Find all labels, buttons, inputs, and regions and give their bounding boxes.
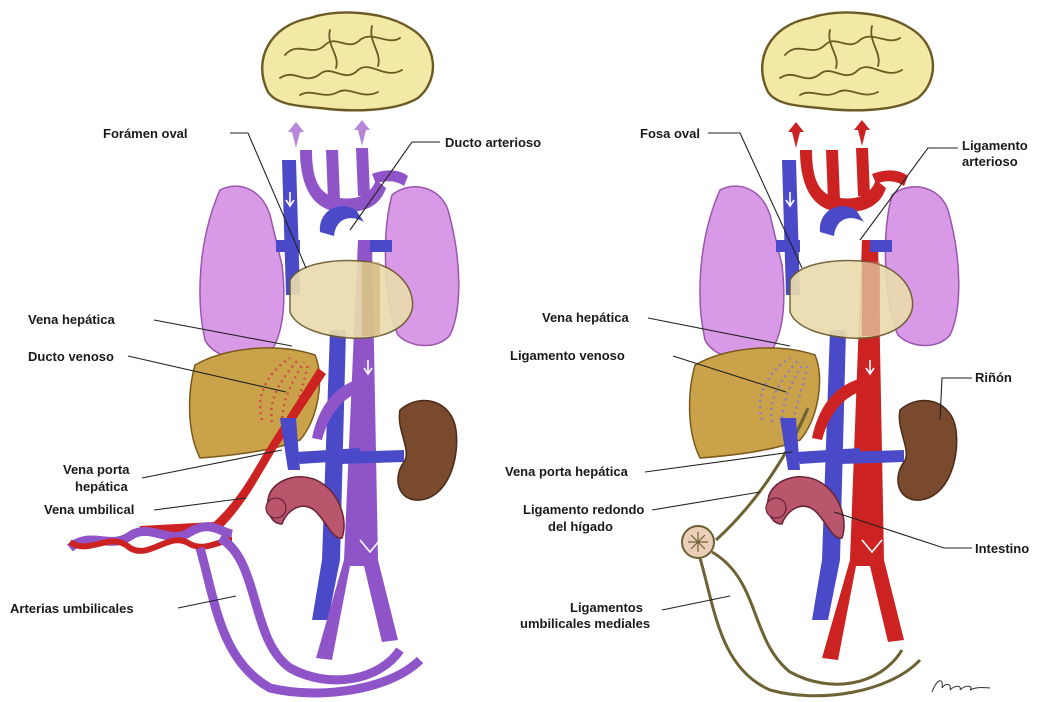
- label-vena-porta-line2: hepática: [75, 479, 129, 494]
- label-ligamento-redondo-line2: del hígado: [548, 519, 613, 534]
- label-ligamentos-umbilicales-line2: umbilicales mediales: [520, 616, 650, 631]
- heart-neonatal: [790, 261, 913, 339]
- label-ducto-arterioso: Ducto arterioso: [445, 135, 541, 150]
- label-vena-hepatica-left: Vena hepática: [28, 312, 115, 327]
- label-vena-porta-line1: Vena porta: [63, 462, 130, 477]
- brain-left: [262, 13, 433, 111]
- neonatal-circulation-panel: [682, 13, 959, 696]
- kidney-fetal: [398, 400, 457, 500]
- label-vena-porta-hepatica: Vena porta hepática: [505, 464, 629, 479]
- label-vena-umbilical: Vena umbilical: [44, 502, 134, 517]
- label-ligamento-venoso: Ligamento venoso: [510, 348, 625, 363]
- label-foramen-oval: Forámen oval: [103, 126, 188, 141]
- umbilical-cord: [70, 527, 232, 551]
- label-vena-hepatica-right: Vena hepática: [542, 310, 629, 325]
- label-intestino: Intestino: [975, 541, 1029, 556]
- liver-neonatal: [690, 348, 820, 458]
- label-rinon: Riñón: [975, 370, 1012, 385]
- label-fosa-oval: Fosa oval: [640, 126, 700, 141]
- label-ligamento-arterioso-line1: Ligamento: [962, 138, 1028, 153]
- aortic-arch-neonatal: [800, 150, 886, 212]
- label-ducto-venoso: Ducto venoso: [28, 349, 114, 364]
- label-ligamentos-umbilicales-line1: Ligamentos: [570, 600, 643, 615]
- fetal-circulation-panel: [70, 13, 459, 693]
- kidney-neonatal: [898, 400, 957, 500]
- left-lung-neonatal: [700, 186, 784, 359]
- label-ligamento-arterioso-line2: arterioso: [962, 154, 1018, 169]
- label-arterias-umbilicales: Arterias umbilicales: [10, 601, 134, 616]
- brain-right: [762, 13, 933, 111]
- aortic-arch-fetal: [300, 150, 386, 212]
- umbilicus: [682, 526, 714, 558]
- artist-signature: [932, 681, 990, 692]
- heart-fetal: [290, 261, 413, 339]
- label-ligamento-redondo-line1: Ligamento redondo: [523, 502, 644, 517]
- left-lung-fetal: [200, 186, 284, 359]
